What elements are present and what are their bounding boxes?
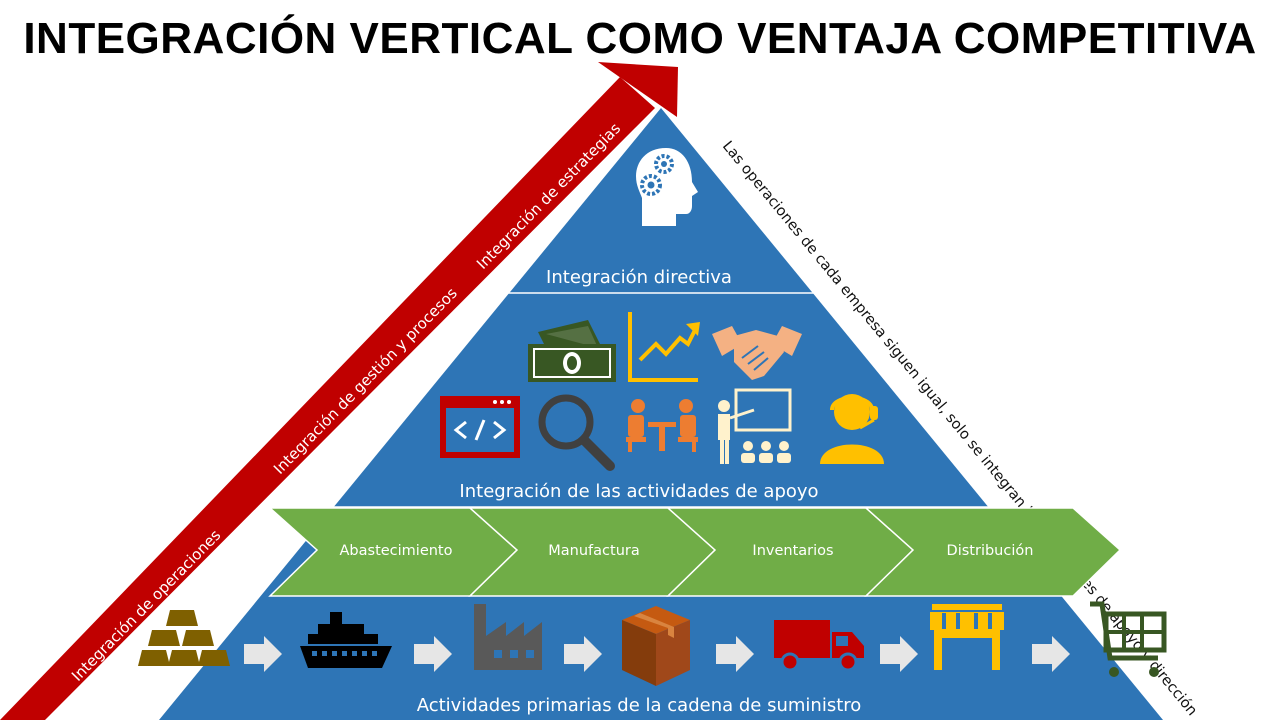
gold-bars-icon [138,610,230,666]
label-directive-integration: Integración directiva [546,267,732,288]
cargo-ship-icon [300,612,392,668]
arrow-right-icon [716,636,754,672]
process-chevrons: Abastecimiento Manufactura Inventarios D… [268,507,1122,597]
growth-chart-icon [628,312,700,382]
handshake-icon [712,326,802,380]
money-icon [528,320,616,382]
arrow-right-icon [564,636,602,672]
label-support-integration: Integración de las actividades de apoyo [459,481,818,502]
arrow-right-icon [414,636,452,672]
meeting-icon [626,399,698,452]
chevron-label-distribucion: Distribución [947,543,1034,559]
code-window-icon [440,396,520,458]
arrow-right-icon [880,636,918,672]
integration-arrow [0,62,678,720]
arrow-right-icon [1032,636,1070,672]
chevron-label-abastecimiento: Abastecimiento [340,543,453,559]
head-gears-icon [636,148,698,226]
delivery-truck-icon [774,620,864,672]
shopping-cart-icon [1090,601,1167,677]
support-agent-icon [820,394,884,464]
label-primary-activities: Actividades primarias de la cadena de su… [417,695,862,716]
chevron-label-manufactura: Manufactura [548,543,639,559]
factory-icon [474,604,542,670]
training-icon [718,388,792,464]
chevron-label-inventarios: Inventarios [752,543,833,559]
package-box-icon [622,606,690,686]
arrow-right-icon [244,636,282,672]
store-icon [930,604,1004,670]
chevron-distribucion [864,507,1122,597]
search-icon [538,394,615,471]
page-title: INTEGRACIÓN VERTICAL COMO VENTAJA COMPET… [23,14,1257,63]
